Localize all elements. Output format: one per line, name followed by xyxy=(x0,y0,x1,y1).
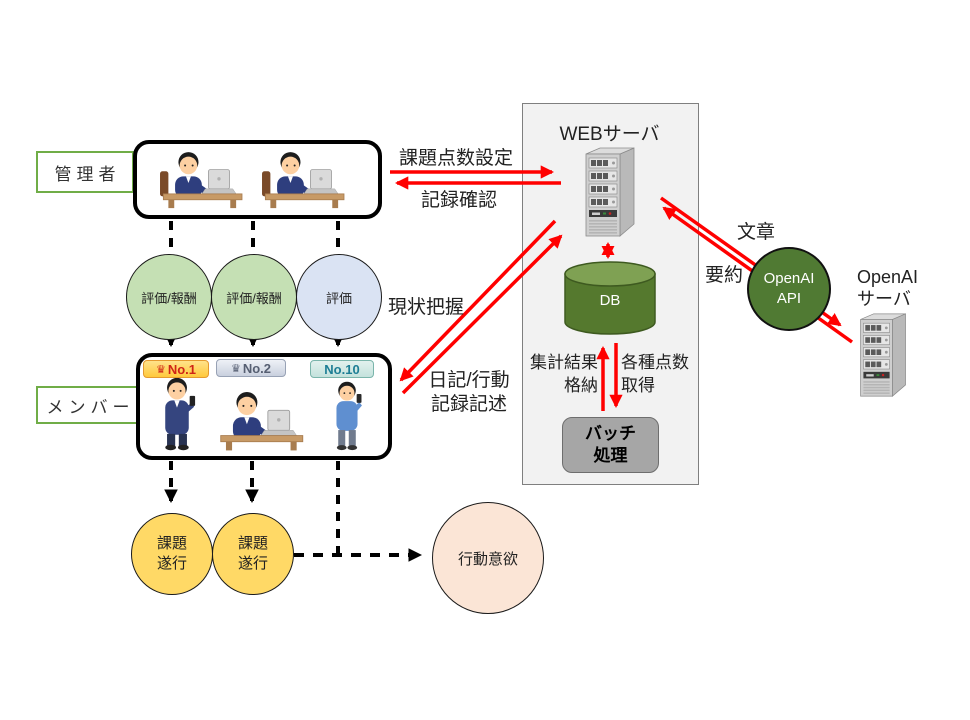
task-circle-2: 課題 遂行 xyxy=(212,513,294,595)
flow-label-text: 文章 xyxy=(731,221,781,245)
diary-line1: 日記/行動 xyxy=(428,370,510,391)
db-label-text: DB xyxy=(599,292,621,309)
eval-3-text: 評価 xyxy=(325,290,352,306)
eval-reward-circle-1: 評価/報酬 xyxy=(126,254,212,340)
rank-badge-no2: ♛ No.2 xyxy=(216,359,286,377)
member-person-2-icon xyxy=(220,391,304,451)
task2-line1: 課題 xyxy=(237,535,268,552)
flow-label-summary: 要約 xyxy=(699,264,749,288)
db-cylinder xyxy=(564,261,656,335)
web-server-title-text: WEBサーバ xyxy=(559,124,660,145)
rank-no2-text: No.2 xyxy=(242,360,272,376)
grasp-status-text: 現状把握 xyxy=(387,297,464,318)
openai-server-icon xyxy=(860,313,906,397)
eval-reward-1-text: 評価/報酬 xyxy=(141,290,197,306)
admin-person-2-icon xyxy=(262,152,345,209)
get-points-line2: 取得 xyxy=(621,376,655,395)
rank-no1-text: No.1 xyxy=(167,361,197,377)
motivation-text: 行動意欲 xyxy=(457,550,518,568)
store-agg-line2: 格納 xyxy=(564,376,598,395)
openai-server-line2: サーバ xyxy=(857,289,911,309)
member-role-text: メンバー xyxy=(46,397,135,417)
openai-server-line1: OpenAI xyxy=(857,267,919,287)
arrow-grasp-status xyxy=(399,219,557,382)
arrow-diary-record xyxy=(401,234,563,395)
server-bays xyxy=(863,322,890,370)
eval-circle-3: 評価 xyxy=(296,254,382,340)
task1-line1: 課題 xyxy=(156,535,187,552)
eval-reward-2-text: 評価/報酬 xyxy=(226,290,282,306)
task1-line2: 遂行 xyxy=(156,555,187,572)
record-check-text: 記録確認 xyxy=(420,190,497,211)
admin-role-text: 管理者 xyxy=(54,164,121,184)
set-task-points-text: 課題点数設定 xyxy=(398,148,513,169)
web-server-icon xyxy=(585,147,635,237)
diary-line2: 記録記述 xyxy=(430,394,507,415)
gold-crown-icon: ♛ xyxy=(155,363,166,376)
summary-label-text: 要約 xyxy=(704,265,743,286)
admin-role-label: 管理者 xyxy=(36,151,134,193)
rank-badge-no10: No.10 xyxy=(310,360,374,378)
openai-api-circle: OpenAI API xyxy=(747,247,831,331)
task-circle-1: 課題 遂行 xyxy=(131,513,213,595)
task2-line2: 遂行 xyxy=(237,555,268,572)
batch-line1: バッチ xyxy=(585,424,636,443)
web-server-title: WEBサーバ xyxy=(522,119,697,146)
openai-api-line2: API xyxy=(776,290,802,307)
openai-server-label: OpenAI サーバ xyxy=(857,266,927,310)
flow-label-diary: 日記/行動 記録記述 xyxy=(419,369,519,417)
flow-label-record-check: 記録確認 xyxy=(414,189,504,213)
member-person-3-icon xyxy=(336,381,362,451)
rank-no10-text: No.10 xyxy=(324,361,360,377)
batch-line2: 処理 xyxy=(593,446,628,465)
admin-person-1-icon xyxy=(160,152,243,209)
eval-reward-circle-2: 評価/報酬 xyxy=(211,254,297,340)
admin-group-box xyxy=(133,140,382,219)
silver-crown-icon: ♛ xyxy=(230,362,241,375)
rank-badge-no1: ♛ No.1 xyxy=(143,360,209,378)
get-points-line1: 各種点数 xyxy=(621,353,689,372)
member-role-label: メンバー xyxy=(36,386,140,424)
store-agg-line1: 集計結果 xyxy=(530,353,598,372)
batch-process-box: バッチ 処理 xyxy=(562,417,659,473)
motivation-circle: 行動意欲 xyxy=(432,502,544,614)
flow-label-grasp-status: 現状把握 xyxy=(386,296,466,320)
text-label-text: 文章 xyxy=(736,222,775,243)
openai-api-line1: OpenAI xyxy=(763,270,815,287)
db-label: DB xyxy=(563,292,657,309)
get-points-label: 各種点数 取得 xyxy=(621,351,699,397)
server-bays xyxy=(588,157,618,208)
member-person-1-icon xyxy=(165,377,196,451)
flow-label-set-task-points: 課題点数設定 xyxy=(396,147,516,171)
store-aggregate-label: 集計結果 格納 xyxy=(524,351,598,397)
